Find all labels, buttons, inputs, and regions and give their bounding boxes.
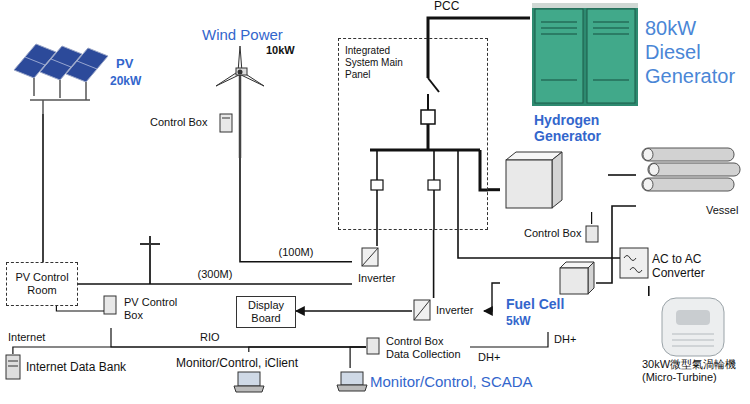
connector-line bbox=[56, 306, 104, 311]
bus-label: DH+ bbox=[478, 351, 500, 364]
node-label: PV bbox=[116, 56, 133, 71]
connector-line bbox=[488, 188, 500, 191]
node-label: Control Box bbox=[524, 227, 581, 240]
pv-control-box: PV Control Box bbox=[104, 294, 188, 328]
node-label: 80kW Diesel Generator bbox=[645, 16, 743, 88]
node-label: Hydrogen Generator bbox=[534, 112, 606, 144]
connector-line bbox=[376, 230, 378, 246]
hydrogen-generator: Hydrogen Generator bbox=[500, 112, 608, 212]
connector-line bbox=[42, 114, 44, 262]
pv-control-room: PV Control Room bbox=[6, 262, 78, 306]
node-label: 20kW bbox=[110, 74, 141, 88]
connector-line bbox=[433, 230, 435, 298]
node-label: Internet Data Bank bbox=[26, 360, 126, 374]
connector-line bbox=[296, 310, 412, 311]
connector-line bbox=[648, 286, 650, 296]
connector-line bbox=[78, 283, 352, 285]
display-board: Display Board bbox=[236, 296, 296, 328]
connector-line bbox=[470, 332, 548, 347]
node-label: 5kW bbox=[506, 314, 531, 328]
iclient-station: Monitor/Control, iClient bbox=[176, 352, 316, 394]
node-label: Display Board bbox=[239, 299, 293, 325]
node-label: PV Control Room bbox=[10, 271, 74, 297]
node-label: 10kW bbox=[266, 44, 295, 57]
node-label: Control Box Data Collection bbox=[386, 335, 468, 361]
connector-line bbox=[111, 328, 366, 347]
main-panel: Integrated System Main Panel bbox=[338, 38, 488, 230]
bus-label: DH+ bbox=[554, 333, 576, 346]
ac-ac-converter: AC to AC Converter bbox=[620, 246, 716, 286]
connector-line bbox=[350, 347, 366, 368]
vessel: Vessel bbox=[636, 142, 744, 222]
connector-line bbox=[240, 158, 352, 262]
data-bank: Internet Data Bank bbox=[6, 354, 132, 380]
inverter: Inverter bbox=[412, 298, 484, 324]
data-collection-box: Control Box Data Collection bbox=[366, 334, 470, 364]
connector-line bbox=[591, 212, 592, 224]
node-label: Wind Power bbox=[202, 26, 283, 44]
connector-line bbox=[484, 283, 500, 311]
wind-turbine: Wind Power10kW bbox=[196, 26, 306, 158]
node-label: Monitor/Control, iClient bbox=[176, 356, 298, 370]
node-label: AC to AC Converter bbox=[652, 252, 714, 280]
edge-label: (100M) bbox=[277, 246, 316, 259]
node-label: Vessel bbox=[706, 204, 738, 217]
micro-turbine: 30kW微型氣渦輪機(Micro-Turbine) bbox=[640, 296, 746, 402]
node-label: Control Box bbox=[150, 116, 207, 129]
node-label: Integrated System Main Panel bbox=[345, 45, 417, 81]
scada-station: Monitor/Control, SCADA bbox=[336, 368, 546, 398]
connector-line bbox=[249, 347, 366, 352]
connector-line bbox=[13, 347, 366, 354]
connector-line bbox=[428, 18, 530, 38]
fuel-cell: Fuel Cell5kW bbox=[500, 262, 596, 332]
connector-line bbox=[608, 174, 636, 176]
node-label: PV Control Box bbox=[124, 296, 186, 322]
control-box: Control Box bbox=[150, 112, 234, 134]
node-label: Fuel Cell bbox=[506, 296, 564, 313]
diesel-generator: 80kW Diesel Generator bbox=[530, 0, 745, 108]
connector-line bbox=[596, 206, 636, 283]
pcc-label: PCC bbox=[434, 0, 459, 13]
bus-label: RIO bbox=[200, 331, 220, 344]
node-label: Inverter bbox=[436, 304, 473, 317]
network-label: Internet bbox=[8, 331, 45, 344]
node-label: Monitor/Control, SCADA bbox=[370, 373, 533, 391]
pv-array: PV 20kW bbox=[8, 34, 144, 114]
node-label: Inverter bbox=[358, 272, 395, 285]
node-label: 30kW微型氣渦輪機(Micro-Turbine) bbox=[642, 358, 744, 384]
inverter: Inverter bbox=[352, 246, 402, 290]
control-box: Control Box bbox=[524, 224, 600, 244]
edge-label: (300M) bbox=[196, 268, 235, 281]
